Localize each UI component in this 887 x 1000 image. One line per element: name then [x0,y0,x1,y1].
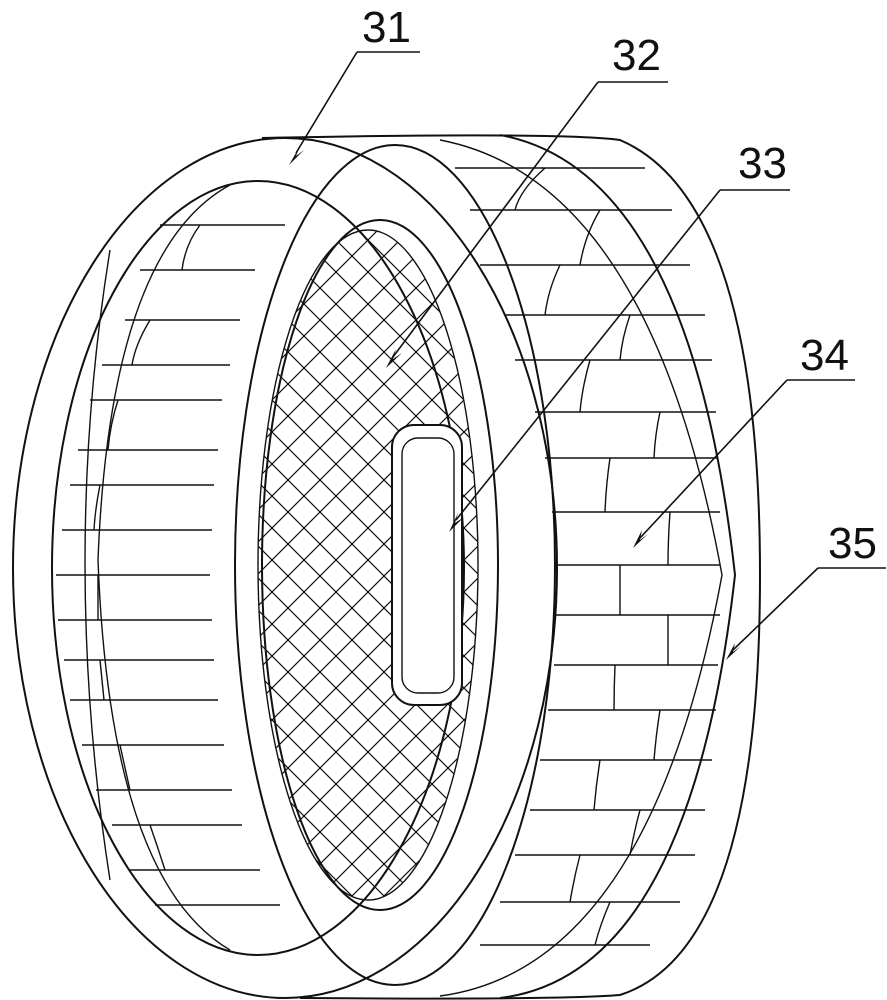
callout-labels: 31 32 33 34 35 [362,3,877,568]
outer-slats [455,167,720,946]
window-plate [391,424,463,706]
inner-slats [56,184,285,951]
callout-35: 35 [828,519,877,568]
callout-31: 31 [362,3,411,52]
callout-32: 32 [612,31,661,80]
leaders [289,51,886,660]
callout-33: 33 [738,139,787,188]
callout-34: 34 [800,331,849,380]
